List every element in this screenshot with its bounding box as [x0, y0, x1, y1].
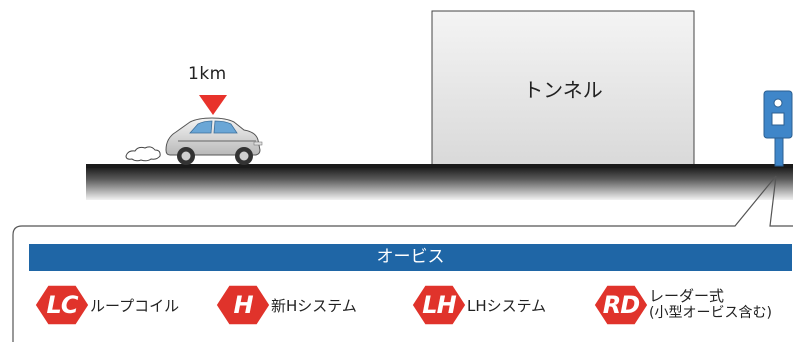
- legend-label: 新Hシステム: [271, 296, 357, 315]
- legend-label-group: レーダー式 (小型オービス含む): [649, 288, 772, 322]
- lc-badge-icon: LC: [34, 283, 90, 327]
- road: [86, 164, 793, 200]
- legend-label: LHシステム: [467, 296, 547, 315]
- exhaust-cloud: [125, 146, 161, 162]
- h-badge-icon: H: [215, 283, 271, 327]
- callout-outline: [12, 175, 793, 342]
- distance-label: 1km: [188, 64, 227, 84]
- legend-label: レーダー式: [649, 287, 725, 305]
- legend-header: オービス: [29, 244, 792, 271]
- legend-item-loop-coil: LC ループコイル: [34, 283, 179, 327]
- legend-item-radar: RD レーダー式 (小型オービス含む): [593, 283, 772, 327]
- car-icon: [165, 117, 263, 165]
- lh-badge-icon: LH: [411, 283, 467, 327]
- legend-label: ループコイル: [90, 296, 180, 315]
- tunnel: [431, 10, 695, 167]
- orbis-camera-icon: [763, 90, 793, 167]
- legend-item-lh-system: LH LHシステム: [411, 283, 546, 327]
- legend-sublabel: (小型オービス含む): [649, 305, 772, 321]
- legend-item-new-h-system: H 新Hシステム: [215, 283, 357, 327]
- down-triangle-marker: [199, 95, 227, 115]
- rd-badge-icon: RD: [593, 283, 649, 327]
- tunnel-label: トンネル: [523, 78, 603, 102]
